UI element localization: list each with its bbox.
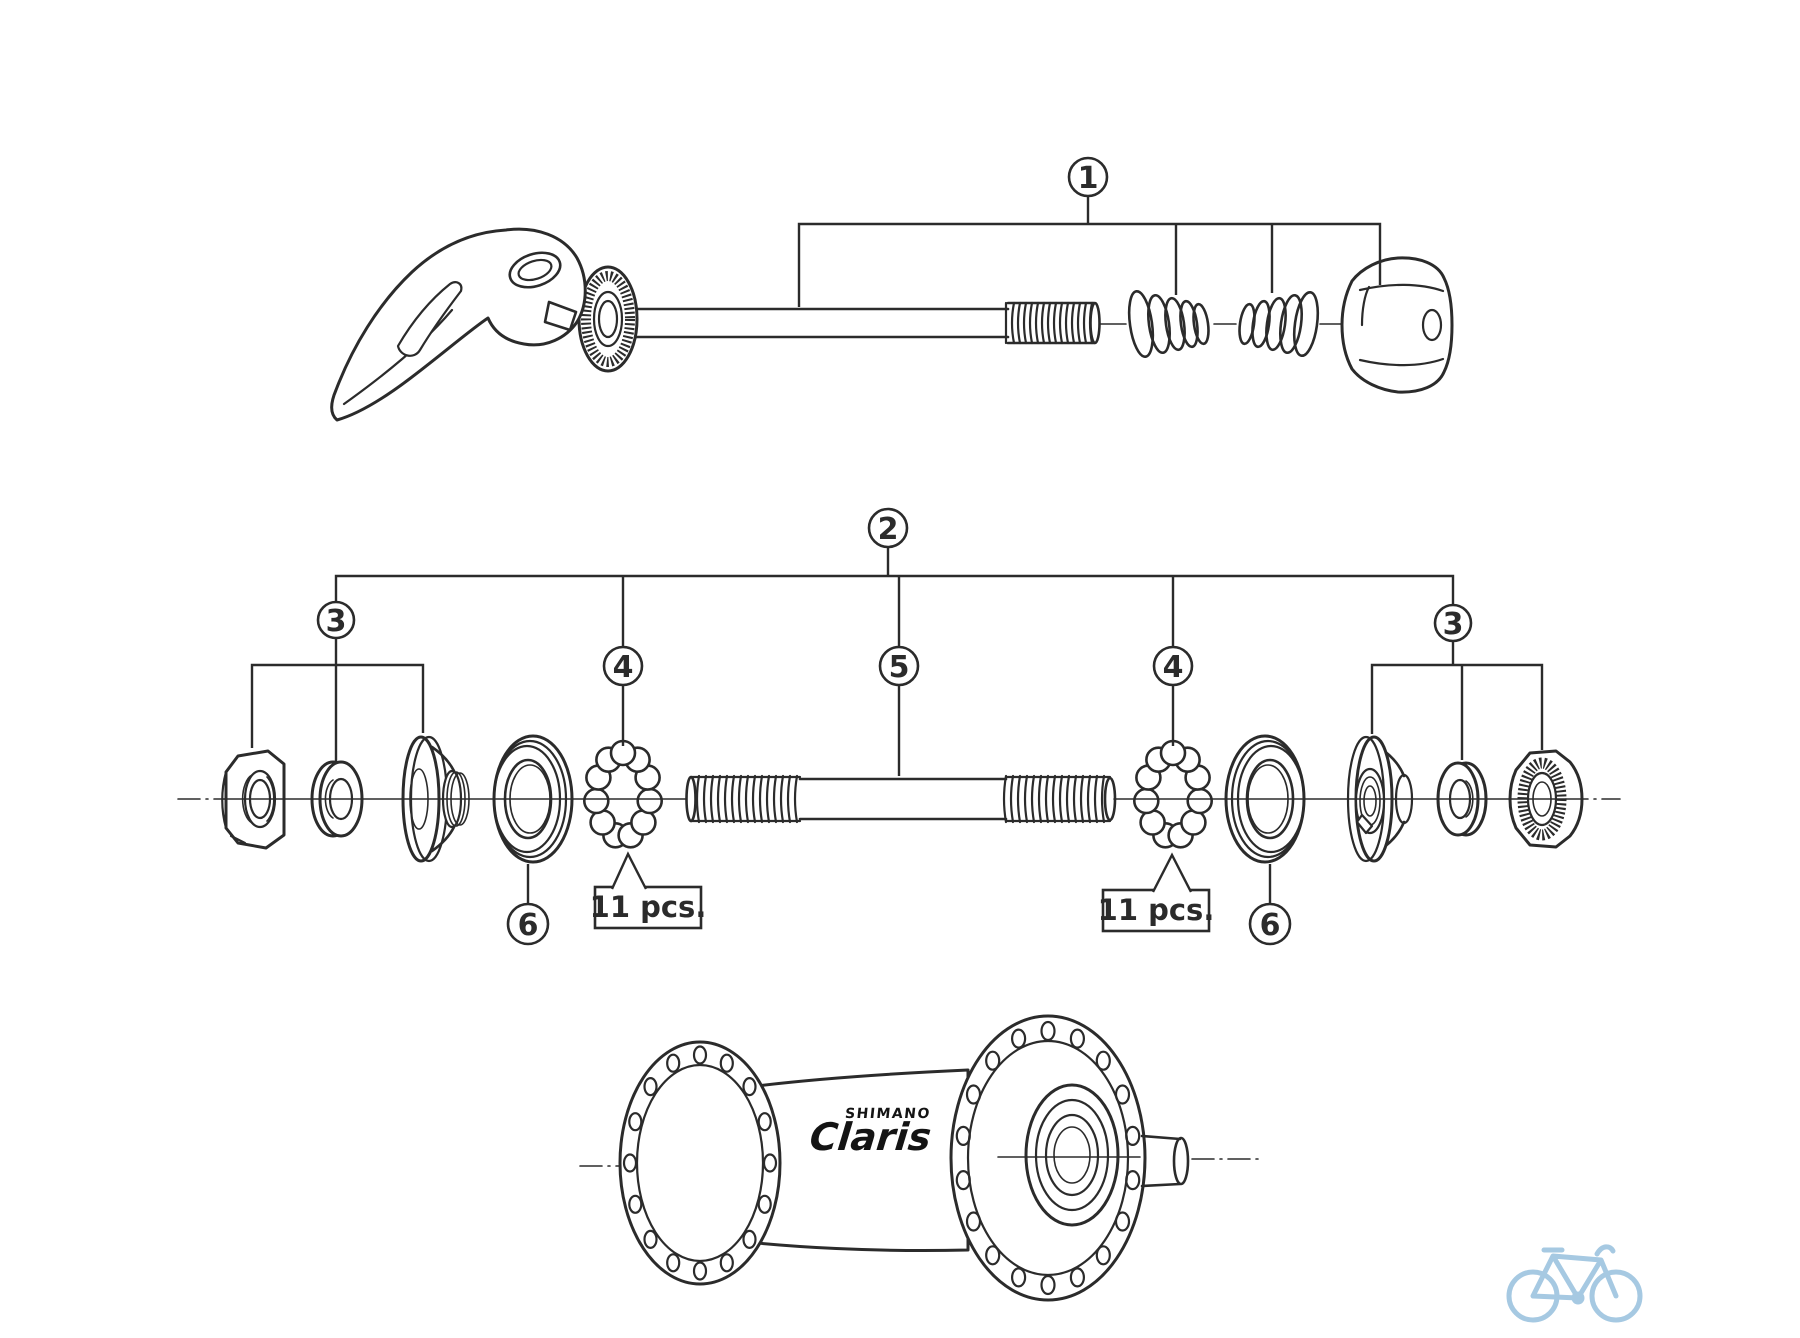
callout-6-left: 6 (506, 864, 550, 946)
axle-threads-left (695, 774, 799, 824)
qr-lever (330, 227, 587, 422)
callout-3-right-number: 3 (1443, 607, 1464, 642)
callout-4-left-number: 4 (613, 650, 634, 685)
callout-3-left: 3 (250, 600, 425, 761)
qr-serrated-ring-nut (577, 265, 639, 373)
qr-skewer-rod (598, 301, 1101, 345)
bike-logo-front-wheel (1589, 1269, 1643, 1323)
hub-bore-rings (1024, 1083, 1120, 1227)
callout-2-number: 2 (878, 512, 899, 547)
hub-flange-right (949, 1014, 1147, 1302)
callout-4-left: 4 (602, 645, 644, 746)
axle-threads-right (1002, 774, 1106, 824)
ball-count-text-left: 11 pcs. (590, 890, 707, 924)
ball-retainer-left (582, 739, 664, 849)
hub-flange-left (618, 1040, 782, 1286)
ball-count-text-right: 11 pcs. (1098, 893, 1215, 927)
callout-1: 1 (797, 156, 1382, 307)
callout-5: 5 (878, 645, 920, 776)
bike-logo-handlebar (1594, 1244, 1616, 1257)
qr-spring-right (1238, 290, 1320, 358)
callout-4-right: 4 (1152, 645, 1194, 746)
ball-count-label-right: 11 pcs. (1098, 852, 1215, 933)
callout-5-number: 5 (889, 650, 910, 685)
ball-retainer-right (1133, 739, 1213, 849)
bike-logo-crank (1571, 1291, 1585, 1305)
hub-branding: SHIMANO Claris (808, 1106, 934, 1159)
hub-axle-stub (1140, 1134, 1190, 1188)
axle-assembly: 2 3 3 4 5 (177, 507, 1621, 946)
hub-brand-text: SHIMANO (844, 1106, 931, 1122)
ball-count-label-left: 11 pcs. (590, 851, 707, 930)
qr-lever-cap-hole (508, 251, 562, 289)
qr-skewer-assembly: 1 (330, 156, 1454, 422)
callout-6-left-number: 6 (518, 908, 539, 943)
callout-4-right-number: 4 (1163, 650, 1184, 685)
qr-rod-threads (1010, 301, 1094, 345)
qr-spring-left (1127, 289, 1210, 359)
axle (685, 774, 1117, 824)
callout-6-right: 6 (1248, 864, 1292, 946)
bike-logo-frame (1530, 1253, 1619, 1301)
qr-cam-wedge (543, 300, 578, 332)
hub-model-text: Claris (808, 1115, 934, 1159)
callout-3-left-number: 3 (326, 604, 347, 639)
bike-logo (1506, 1244, 1643, 1323)
callout-1-number: 1 (1078, 161, 1099, 196)
callout-2: 2 (334, 507, 1455, 647)
qr-end-nut (1340, 256, 1454, 394)
callout-6-right-number: 6 (1260, 908, 1281, 943)
hub-body: SHIMANO Claris (579, 1014, 1259, 1302)
callout-3-right: 3 (1370, 603, 1544, 760)
